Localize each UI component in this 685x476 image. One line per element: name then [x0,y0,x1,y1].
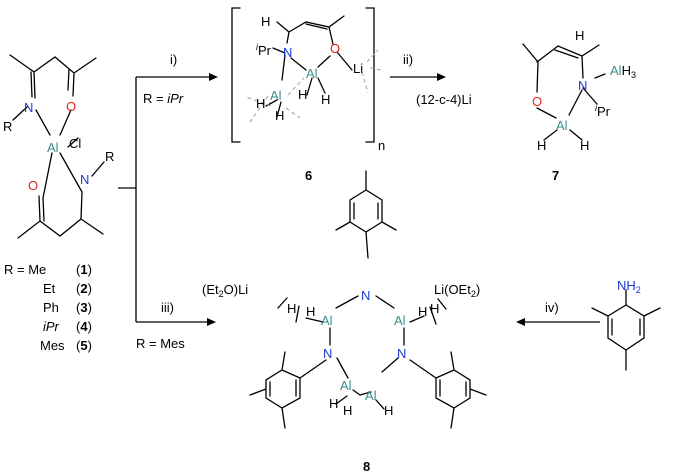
compound-6-ipr: iPr [256,42,272,58]
substituent-3: Ph(3) [43,300,92,315]
compound-6-h-4: H [275,108,284,123]
reagent-oxygen-2: O [28,178,38,193]
substituent-2: Et(2) [43,281,92,296]
compound-7-aluminium: Al [556,118,568,133]
reagent-nitrogen-2: N [80,172,89,187]
compound-8-nitrogen-top: N [361,288,370,303]
compound-8-nitrogen-right: N [397,346,406,361]
compound-8-aluminium-bottom-right: Al [365,388,377,403]
mesitylamine-structure: NH2 [591,278,661,371]
compound-6-aluminium-2: Al [270,88,282,103]
mesitylamine-amine: NH2 [617,278,641,295]
compound-6-nitrogen: N [283,45,292,60]
compound-8-structure: N Al Al N N Al Al (Et2O)Li Li(OEt2) H H … [202,170,487,429]
compound-7-crown-lithium: (12-c-4)Li [416,92,472,107]
compound-8-h-6: H [343,403,352,418]
compound-8-lithium-right: Li(OEt2) [434,282,480,299]
compound-6-aluminium-1: Al [306,66,318,81]
compound-8-h-3: H [430,301,439,316]
compound-8-aluminium-right: Al [394,313,406,328]
compound-6-backbone-h: H [261,14,270,29]
compound-6-lithium: Li [353,61,363,76]
compound-8-aluminium-bottom-left: Al [340,378,352,393]
reagent-chlorine: Cl [69,136,81,151]
step-i-condition: R = iPr [143,91,184,106]
compound-6-h-2: H [321,92,330,107]
compound-6-oxygen: O [330,41,340,56]
compound-7-backbone-h: H [575,28,584,43]
reagent-nitrogen-1: N [24,100,33,115]
step-ii-label: ii) [403,52,413,67]
compound-6-subscript: n [378,138,385,153]
compound-8-h-2: H [306,304,315,319]
substituent-5: Mes(5) [40,338,92,353]
reagent-oxygen-1: O [66,99,76,114]
reagent-r-group-1: R [3,119,12,134]
compound-7-structure: H (12-c-4)Li O N AlH3 Al iPr H H [416,28,636,153]
compound-7-h-2: H [580,138,589,153]
compound-7-label: 7 [552,168,559,183]
compound-6-structure: H iPr N O Al Al Li H H H H n [231,7,385,153]
compound-7-nitrogen: N [578,78,587,93]
compound-8-h-7: H [384,403,393,418]
step-iii-condition: R = Mes [136,336,185,351]
reagent-structure: N O Al Cl N O R R [3,54,114,239]
compound-7-alh3: AlH3 [610,63,636,80]
compound-6-h-3: H [256,96,265,111]
compound-7-oxygen: O [532,94,542,109]
compound-7-h-1: H [537,138,546,153]
reagent-r-group-2: R [105,149,114,164]
compound-7-ipr: iPr [595,103,611,119]
compound-8-h-1: H [287,301,296,316]
step-i-label: i) [170,52,177,67]
compound-8-h-4: H [418,304,427,319]
compound-8-h-5: H [329,396,338,411]
compound-8-lithium-left: (Et2O)Li [202,282,248,299]
substituent-list: R = Me(1) Et(2) Ph(3) iPr(4) Mes(5) [4,262,92,353]
step-iv-label: iv) [545,300,559,315]
compound-8-label: 8 [363,459,370,474]
compound-6-h-1: H [298,87,307,102]
reaction-arrows [118,73,600,326]
reagent-aluminium: Al [47,140,59,155]
substituent-1: R = Me(1) [4,262,92,277]
compound-6-label: 6 [305,168,312,183]
substituent-4: iPr(4) [43,319,92,334]
step-iii-label: iii) [161,300,174,315]
compound-8-aluminium-left: Al [321,313,333,328]
compound-8-nitrogen-left: N [323,346,332,361]
